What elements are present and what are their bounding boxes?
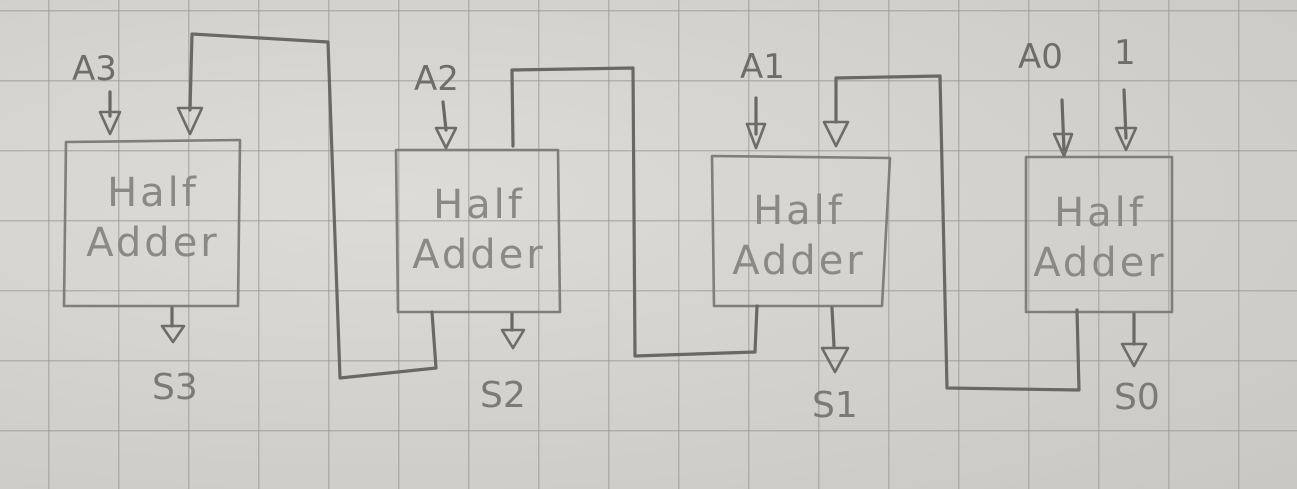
- half-adder-line1: Half: [1054, 190, 1146, 236]
- output-label-s1: S1: [812, 385, 858, 426]
- output-arrow-s1: [820, 306, 850, 374]
- half-adder-box-1: [710, 154, 892, 308]
- output-arrow-s3: [160, 306, 186, 344]
- input-arrow-a1: [745, 96, 767, 150]
- half-adder-line2: Adder: [412, 232, 546, 278]
- half-adder-label-2: Half Adder: [402, 180, 556, 280]
- half-adder-label-0: Half Adder: [1030, 188, 1170, 288]
- output-label-s2: S2: [480, 375, 526, 416]
- input-label-a2: A2: [414, 59, 459, 99]
- input-label-a0: A0: [1018, 37, 1063, 77]
- input-arrow-a2: [434, 100, 458, 150]
- input-arrow-a3: [98, 90, 122, 136]
- half-adder-line2: Adder: [732, 238, 866, 284]
- carry-wire-1-to-2: [510, 66, 759, 358]
- input-arrow-a0: [1052, 98, 1074, 158]
- half-adder-box-2: [394, 148, 562, 314]
- half-adder-line1: Half: [433, 182, 525, 228]
- input-arrow-carry-1: [822, 120, 850, 148]
- half-adder-line1: Half: [753, 188, 845, 234]
- half-adder-line2: Adder: [1033, 240, 1167, 286]
- half-adder-line1: Half: [107, 170, 199, 216]
- half-adder-label-1: Half Adder: [724, 186, 874, 286]
- input-label-one: 1: [1114, 33, 1136, 73]
- output-arrow-s2: [500, 312, 526, 350]
- input-label-a3: A3: [72, 49, 117, 89]
- half-adder-line2: Adder: [86, 220, 220, 266]
- output-label-s3: S3: [152, 367, 198, 408]
- input-arrow-carry-3: [176, 106, 204, 136]
- carry-wire-0-to-1: [834, 74, 1081, 392]
- input-label-a1: A1: [740, 47, 785, 87]
- input-arrow-one: [1114, 88, 1138, 152]
- output-label-s0: S0: [1114, 377, 1160, 418]
- half-adder-box-3: [62, 138, 242, 308]
- half-adder-label-3: Half Adder: [70, 168, 236, 268]
- half-adder-box-0: [1024, 155, 1174, 314]
- output-arrow-s0: [1120, 312, 1148, 368]
- carry-wire-2-to-3: [188, 32, 438, 380]
